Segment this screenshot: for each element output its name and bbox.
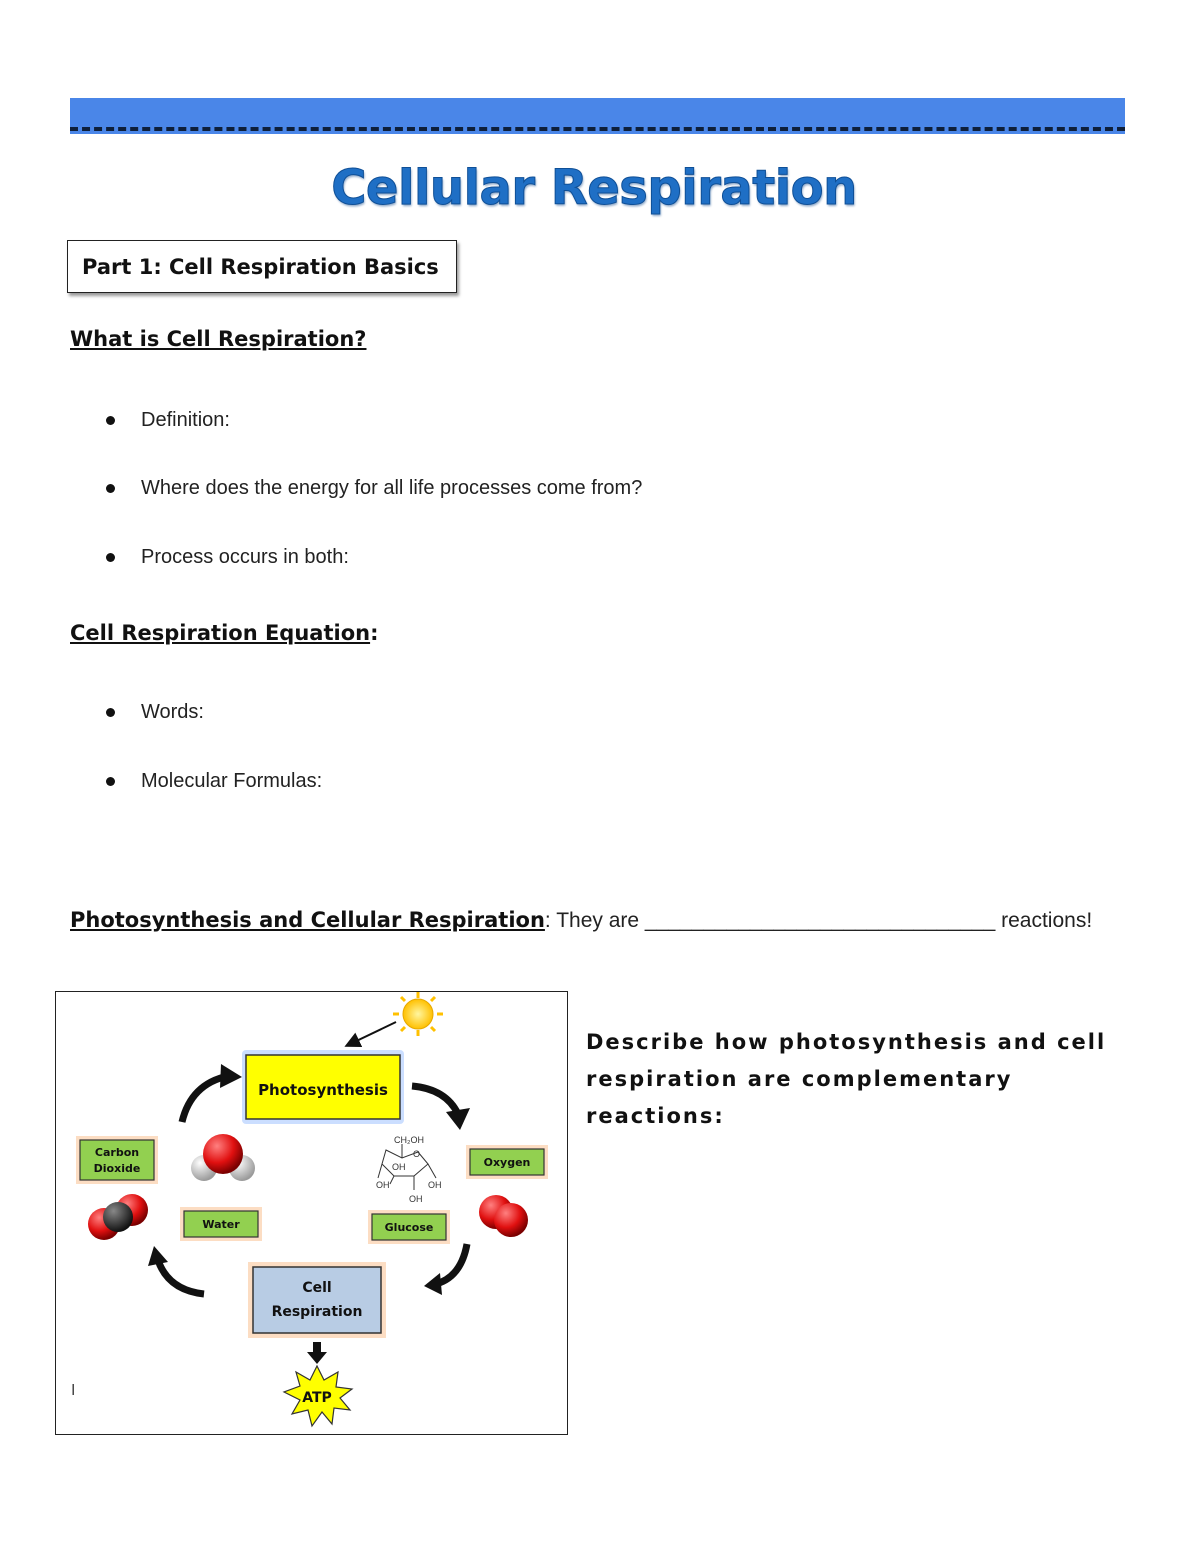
arrow-head-icon — [424, 1273, 442, 1295]
list-item-text: Words: — [141, 701, 204, 723]
page-title: Cellular Respiration — [331, 160, 858, 217]
glucose-structure-icon — [377, 1144, 437, 1190]
carbon-dioxide-label-box: Carbon Dioxide — [76, 1136, 158, 1184]
section-heading-what-is: What is Cell Respiration? — [70, 327, 366, 351]
photosynthesis-label: Photosynthesis — [258, 1081, 388, 1099]
bullet-icon — [106, 708, 115, 717]
glucose-o-label: O — [413, 1149, 420, 1159]
photosynthesis-box: Photosynthesis — [242, 1050, 404, 1124]
complementary-heading: Photosynthesis and Cellular Respiration — [70, 908, 545, 932]
bullet-icon — [106, 416, 115, 425]
list-item-text: Molecular Formulas: — [141, 770, 323, 792]
carbon-label-line2: Dioxide — [94, 1162, 141, 1175]
water-label-box: Water — [180, 1207, 262, 1241]
list-item-text: Definition: — [141, 409, 230, 431]
list-item-energy-source: Where does the energy for all life proce… — [106, 477, 642, 500]
atp-burst-icon: ATP — [282, 1364, 354, 1428]
arrow-head-icon — [220, 1064, 242, 1088]
oxygen-label-box: Oxygen — [466, 1145, 548, 1179]
text-cursor-mark: I — [71, 1382, 75, 1399]
part-label: Part 1: Cell Respiration Basics — [82, 254, 439, 279]
list-item-text: Process occurs in both: — [141, 546, 349, 568]
glucose-oh-label: OH — [409, 1194, 423, 1204]
cell-respiration-label-line2: Respiration — [272, 1304, 363, 1320]
section-heading-equation-text: Cell Respiration Equation — [70, 621, 371, 645]
arrow-head-icon — [148, 1246, 168, 1266]
curved-arrow-bottom-left-icon — [154, 1258, 205, 1298]
glucose-ch2oh-label: CH₂OH — [394, 1135, 424, 1145]
banner-dashed-line — [70, 127, 1125, 131]
cell-respiration-label-line1: Cell — [302, 1280, 331, 1296]
complementary-statement: Photosynthesis and Cellular Respiration:… — [70, 908, 1092, 933]
co2-molecule-icon — [88, 1194, 148, 1240]
sun-icon — [393, 992, 443, 1036]
glucose-oh-label: OH — [376, 1180, 390, 1190]
cycle-diagram: Photosynthesis Carbon Dioxide — [55, 991, 568, 1435]
curved-arrow-bottom-right-icon — [434, 1243, 471, 1288]
describe-prompt: Describe how photosynthesis and cell res… — [586, 1030, 1107, 1128]
list-item-molecular-formulas: Molecular Formulas: — [106, 770, 322, 793]
part-label-box: Part 1: Cell Respiration Basics — [67, 240, 457, 293]
down-arrow-icon — [307, 1342, 327, 1364]
bullet-icon — [106, 553, 115, 562]
sunlight-arrow-icon — [344, 1021, 397, 1048]
water-molecule-icon — [191, 1134, 255, 1181]
curved-arrow-top-right-icon — [411, 1082, 462, 1116]
section-heading-what-is-text: What is Cell Respiration? — [70, 327, 367, 351]
arrow-head-icon — [446, 1108, 470, 1130]
glucose-oh-label: OH — [428, 1180, 442, 1190]
list-item-process-occurs: Process occurs in both: — [106, 546, 349, 569]
glucose-oh-label: OH — [392, 1162, 406, 1172]
cycle-diagram-svg: Photosynthesis Carbon Dioxide — [71, 992, 548, 1428]
cell-respiration-box: Cell Respiration — [248, 1262, 386, 1338]
atp-label: ATP — [302, 1390, 332, 1406]
section-heading-colon: : — [370, 621, 379, 645]
section-heading-equation: Cell Respiration Equation: — [70, 621, 378, 645]
carbon-label-line1: Carbon — [95, 1146, 139, 1159]
bullet-icon — [106, 484, 115, 493]
glucose-label-box: Glucose — [368, 1210, 450, 1244]
bullet-icon — [106, 777, 115, 786]
list-item-words: Words: — [106, 701, 204, 724]
oxygen-label: Oxygen — [484, 1156, 531, 1169]
glucose-label: Glucose — [385, 1221, 434, 1234]
list-item-text: Where does the energy for all life proce… — [141, 477, 643, 499]
complementary-text: : They are _____________________________… — [544, 909, 1093, 932]
water-label: Water — [202, 1218, 240, 1231]
header-banner — [70, 98, 1125, 134]
oxygen-molecule-icon — [479, 1195, 528, 1237]
list-item-definition: Definition: — [106, 409, 230, 432]
